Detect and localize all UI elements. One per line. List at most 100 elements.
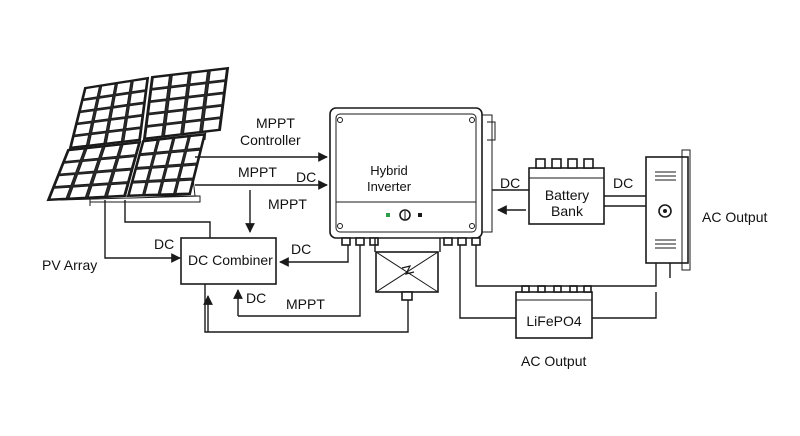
solar-cell bbox=[71, 134, 90, 148]
lifepo4-to-panel-wire bbox=[592, 292, 657, 319]
solar-cell bbox=[132, 168, 150, 182]
dc-label-1: DC bbox=[296, 169, 316, 185]
solar-cell bbox=[115, 156, 136, 170]
terminal bbox=[583, 285, 592, 293]
solar-cell bbox=[80, 98, 98, 112]
solar-panel-top-left bbox=[68, 76, 150, 150]
solar-cell bbox=[131, 78, 148, 93]
solar-cell bbox=[184, 108, 204, 122]
solar-cell bbox=[106, 130, 124, 144]
status-led-dark bbox=[418, 213, 422, 217]
solar-cell bbox=[140, 140, 158, 154]
solar-cell bbox=[108, 118, 126, 132]
solar-cell bbox=[100, 144, 121, 159]
solar-cell bbox=[129, 182, 147, 196]
solar-cell bbox=[175, 179, 193, 194]
solar-cell bbox=[110, 105, 128, 119]
solar-cell bbox=[148, 100, 167, 114]
solar-cell bbox=[187, 83, 207, 97]
terminal bbox=[443, 237, 453, 246]
combiner-lower-loop bbox=[238, 245, 361, 317]
inverter-to-combiner-wire bbox=[279, 245, 349, 267]
solar-cell bbox=[206, 81, 226, 95]
solar-cell bbox=[49, 186, 71, 200]
terminal bbox=[553, 285, 562, 293]
dc-label-lower: DC bbox=[246, 290, 266, 306]
solar-cell bbox=[93, 108, 111, 122]
solar-cell bbox=[208, 68, 227, 82]
solar-cell bbox=[146, 112, 166, 126]
solar-cell bbox=[149, 87, 169, 102]
solar-cell bbox=[163, 165, 181, 180]
terminal bbox=[551, 158, 562, 169]
terminal bbox=[535, 158, 546, 169]
mppt-label-2: MPPT bbox=[268, 196, 307, 212]
terminal bbox=[471, 237, 481, 246]
mppt-controller-label-1: MPPT bbox=[256, 115, 295, 131]
vent-top bbox=[655, 171, 676, 181]
battery-bank: Battery Bank bbox=[528, 158, 605, 225]
solar-cell bbox=[129, 91, 146, 105]
solar-cell bbox=[91, 120, 109, 134]
inverter-label-1: Hybrid bbox=[370, 163, 408, 178]
solar-cell bbox=[123, 128, 141, 142]
solar-cell bbox=[82, 86, 100, 100]
terminal bbox=[521, 285, 530, 293]
terminal bbox=[457, 237, 467, 246]
inverter-label-2: Inverter bbox=[367, 179, 412, 194]
solar-cell bbox=[165, 110, 185, 124]
pv-array bbox=[46, 66, 230, 206]
solar-cell bbox=[145, 125, 164, 139]
solar-cell bbox=[64, 148, 85, 162]
solar-cell bbox=[77, 159, 99, 173]
solar-cell bbox=[125, 115, 143, 130]
solar-cell bbox=[115, 81, 132, 95]
terminal bbox=[569, 285, 578, 293]
battery-bank-label-2: Bank bbox=[551, 203, 584, 219]
solar-cell bbox=[96, 157, 117, 172]
solar-cell bbox=[148, 167, 166, 181]
status-led-green bbox=[386, 213, 390, 217]
solar-cell bbox=[88, 132, 107, 146]
solar-cell bbox=[171, 136, 189, 152]
solar-cell bbox=[107, 183, 128, 197]
solar-cell bbox=[164, 122, 183, 137]
solar-cell bbox=[151, 75, 170, 89]
solar-cell bbox=[167, 151, 185, 166]
solar-cell bbox=[87, 184, 109, 198]
solar-cell bbox=[179, 164, 197, 179]
solar-cell bbox=[155, 138, 173, 153]
mppt-controller-label-2: Controller bbox=[240, 132, 301, 148]
solar-cell bbox=[127, 103, 144, 117]
solar-cell bbox=[183, 149, 201, 165]
combiner-to-mppt-wire bbox=[204, 284, 409, 333]
mppt-module bbox=[374, 238, 441, 301]
solar-cell bbox=[92, 171, 113, 185]
solar-cell bbox=[167, 98, 186, 112]
solar-cell bbox=[96, 95, 114, 110]
dc-label-inverter-battery: DC bbox=[500, 175, 520, 191]
solar-cell bbox=[183, 120, 202, 134]
solar-panel-bottom-left bbox=[46, 140, 142, 202]
ac-output-right-label: AC Output bbox=[702, 209, 767, 225]
solar-cell bbox=[111, 169, 132, 184]
dc-combiner-label: DC Combiner bbox=[188, 252, 273, 268]
terminal bbox=[369, 237, 379, 246]
solar-cell bbox=[203, 105, 223, 120]
solar-cell bbox=[189, 70, 208, 85]
dc-label-to-combiner: DC bbox=[291, 241, 311, 257]
lifepo4-label: LiFePO4 bbox=[526, 313, 581, 329]
solar-cell bbox=[99, 83, 116, 97]
solar-panel-bottom-right bbox=[126, 132, 207, 198]
battery-bank-label-1: Battery bbox=[545, 187, 589, 203]
mppt-label-1: MPPT bbox=[238, 164, 277, 180]
solar-cell bbox=[77, 110, 95, 124]
pv-array-label: PV Array bbox=[42, 257, 97, 273]
terminal bbox=[537, 285, 546, 293]
dc-combiner: DC Combiner bbox=[180, 237, 277, 285]
terminal bbox=[583, 158, 594, 169]
solar-cell bbox=[73, 172, 94, 186]
terminal bbox=[355, 237, 365, 246]
solar-cell bbox=[160, 180, 178, 195]
